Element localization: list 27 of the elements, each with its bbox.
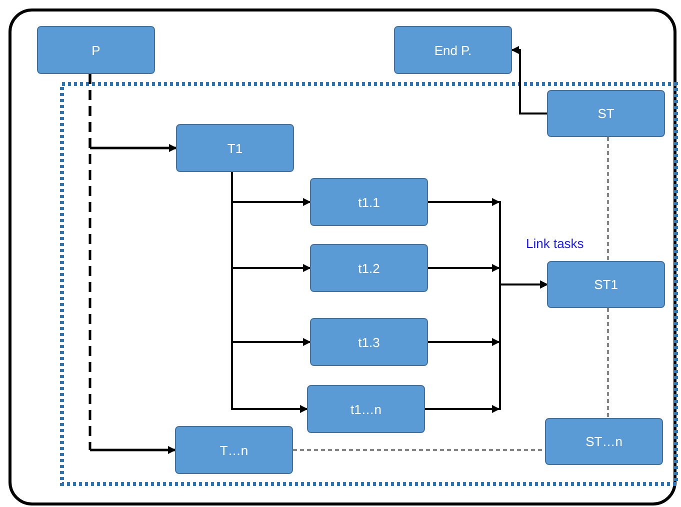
node-label: t1…n [350,402,382,416]
node-label: T…n [220,442,248,458]
task-box [310,244,428,292]
connector-arrow [231,172,308,413]
node-label: t1.1 [358,194,380,210]
node-label: End P. [434,42,472,58]
annotation-text: Link tasks [526,236,584,251]
node-label: T1 [227,140,243,156]
node-label: t1.3 [358,334,380,350]
node-label: ST…n [586,434,622,449]
node-label: P [92,42,100,58]
task-box [545,418,663,465]
task-box [547,261,665,308]
task-box [310,178,428,226]
task-box [547,90,665,137]
node-label: t1.2 [358,260,380,276]
node-label: ST [598,106,614,121]
task-box [37,26,155,74]
task-box [307,385,425,433]
task-box [175,426,293,474]
task-box [310,318,428,366]
connector-arrow [511,46,547,114]
task-box [394,26,512,74]
connector-arrow [88,74,176,454]
node-label: ST1 [594,277,618,292]
task-box [176,124,294,172]
connector-arrow [425,280,548,410]
